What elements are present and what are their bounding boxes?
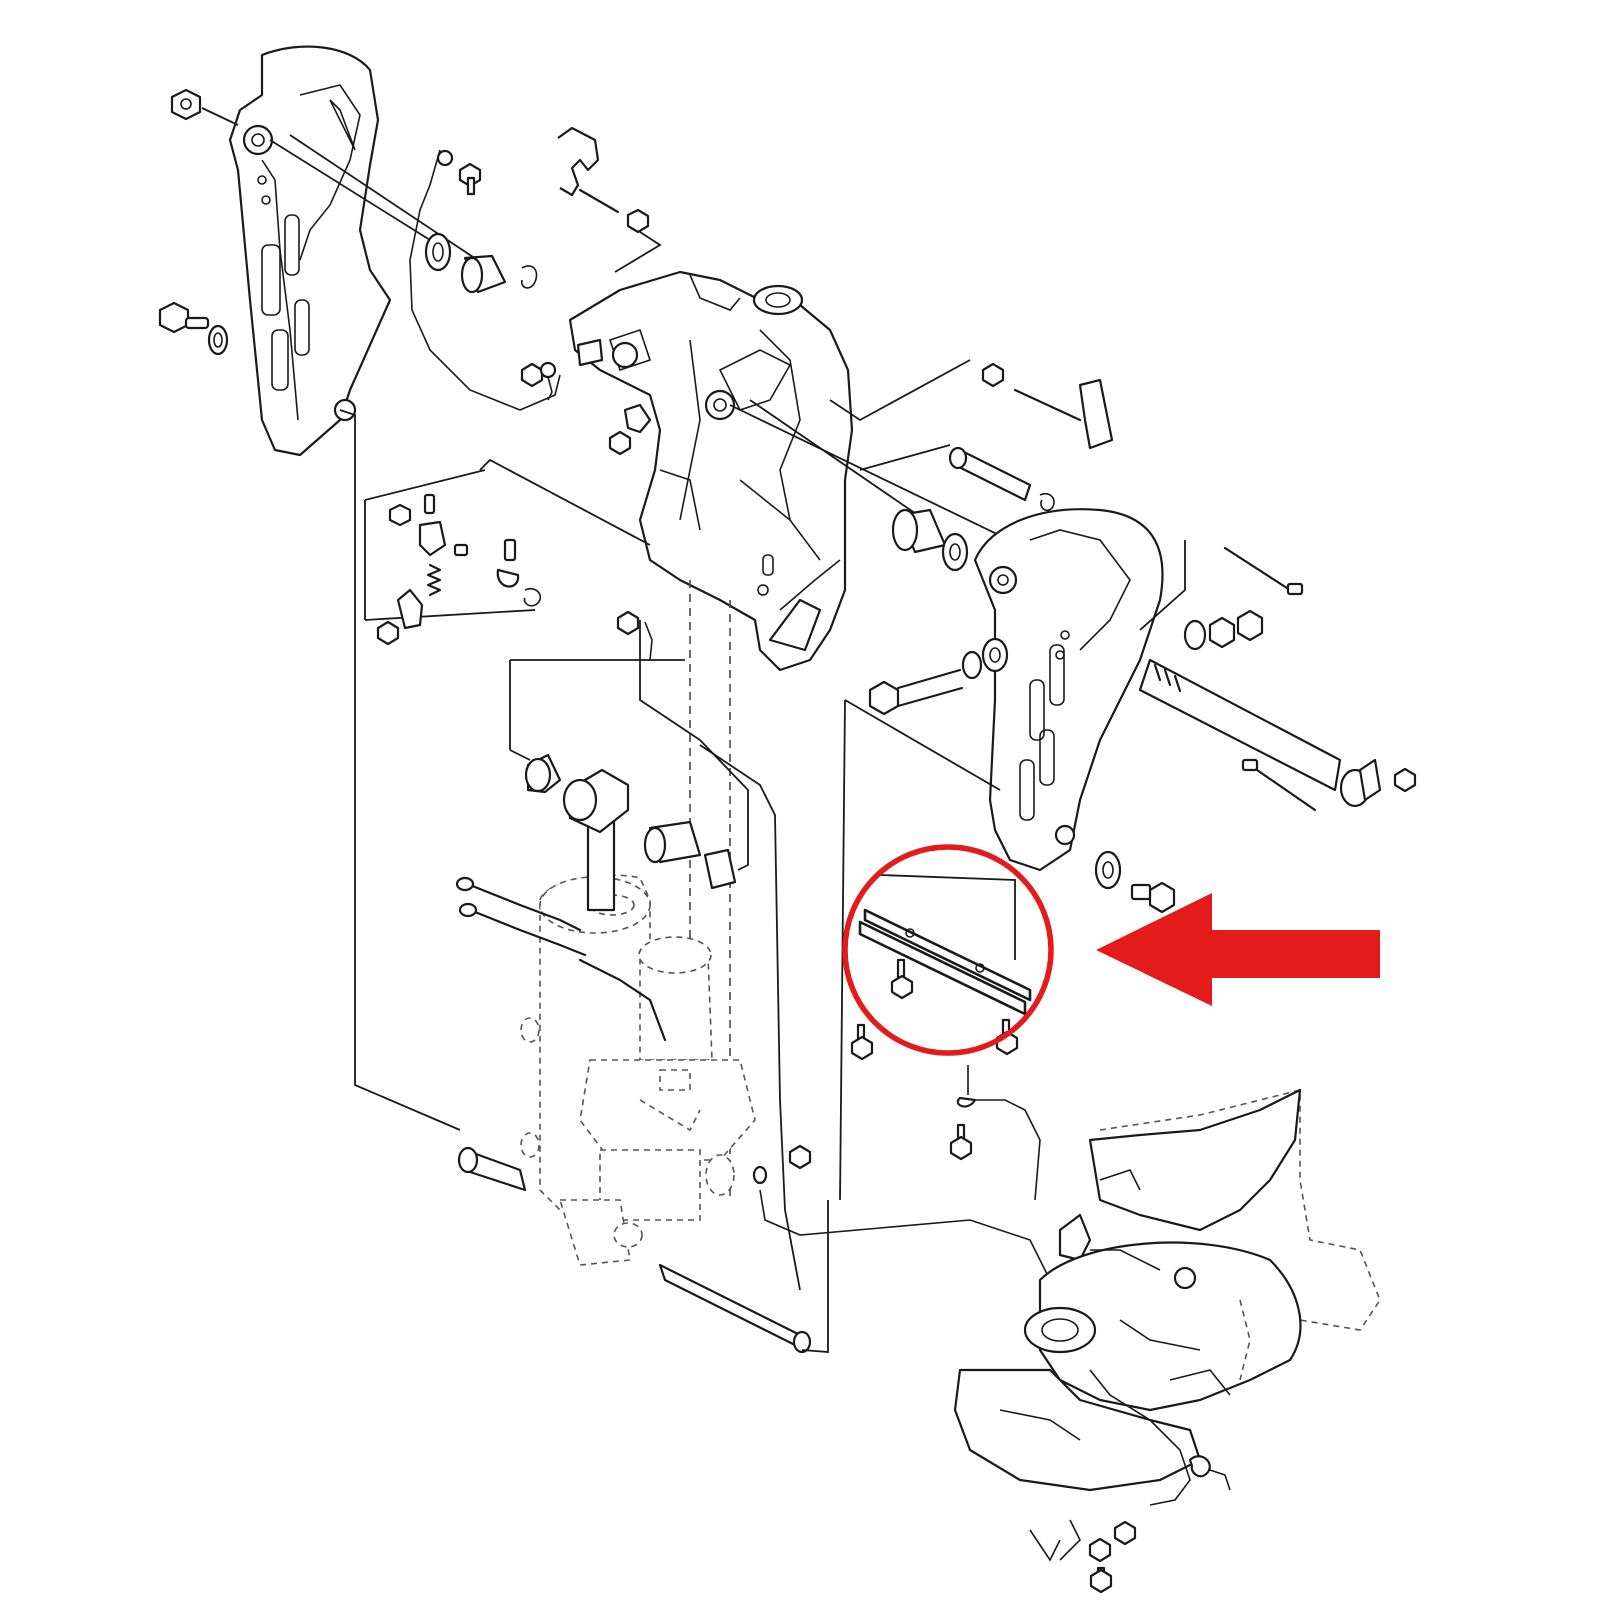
- power-trim-tilt-unit: [520, 874, 756, 1266]
- trim-pin-lower: [658, 1263, 812, 1354]
- anode-strip: [858, 874, 1032, 1016]
- exhaust-housing: [953, 1088, 1381, 1492]
- highlight-arrow: [1096, 893, 1380, 1006]
- tilt-pin-lever: [829, 359, 1114, 450]
- right-bracket-lower-bolt: [1094, 850, 1176, 914]
- right-clamp-bracket: [973, 508, 1164, 872]
- trim-unit-wiring: [455, 876, 667, 1042]
- left-bracket-bolt-lower: [158, 301, 229, 356]
- upper-washer-bushing: [424, 232, 538, 294]
- tie-wrap-lower: [1241, 758, 1317, 812]
- trim-ram-rod: [524, 753, 737, 912]
- swivel-bracket: [568, 270, 854, 672]
- through-bolt-left: [868, 637, 1009, 716]
- anode-screws: [850, 958, 1019, 1061]
- tilt-tube: [859, 444, 1055, 512]
- tilt-lever-upper: [557, 126, 662, 273]
- tilt-stop-shaft: [1138, 658, 1417, 808]
- exhaust-housing-ground-wire: [1029, 1369, 1231, 1594]
- swivel-fasteners: [520, 338, 652, 456]
- left-clamp-bracket: [228, 45, 392, 457]
- tilt-tube-bushing-washer: [891, 508, 969, 572]
- right-bracket-nuts: [1183, 609, 1264, 651]
- trim-pin-lower-left: [457, 1146, 527, 1192]
- ground-wire-lower: [752, 1144, 1051, 1281]
- ground-strap-lower: [949, 1065, 1041, 1201]
- trim-sensor-parts: [364, 458, 651, 646]
- ground-wire-upper-left: [409, 149, 561, 411]
- tie-wrap-upper: [1139, 540, 1304, 631]
- left-bracket-bolt-upper: [170, 88, 239, 126]
- wire-connector-mid: [616, 610, 653, 661]
- tilt-shaft-dashed: [689, 580, 731, 1200]
- highlight-circle: [842, 844, 1054, 1056]
